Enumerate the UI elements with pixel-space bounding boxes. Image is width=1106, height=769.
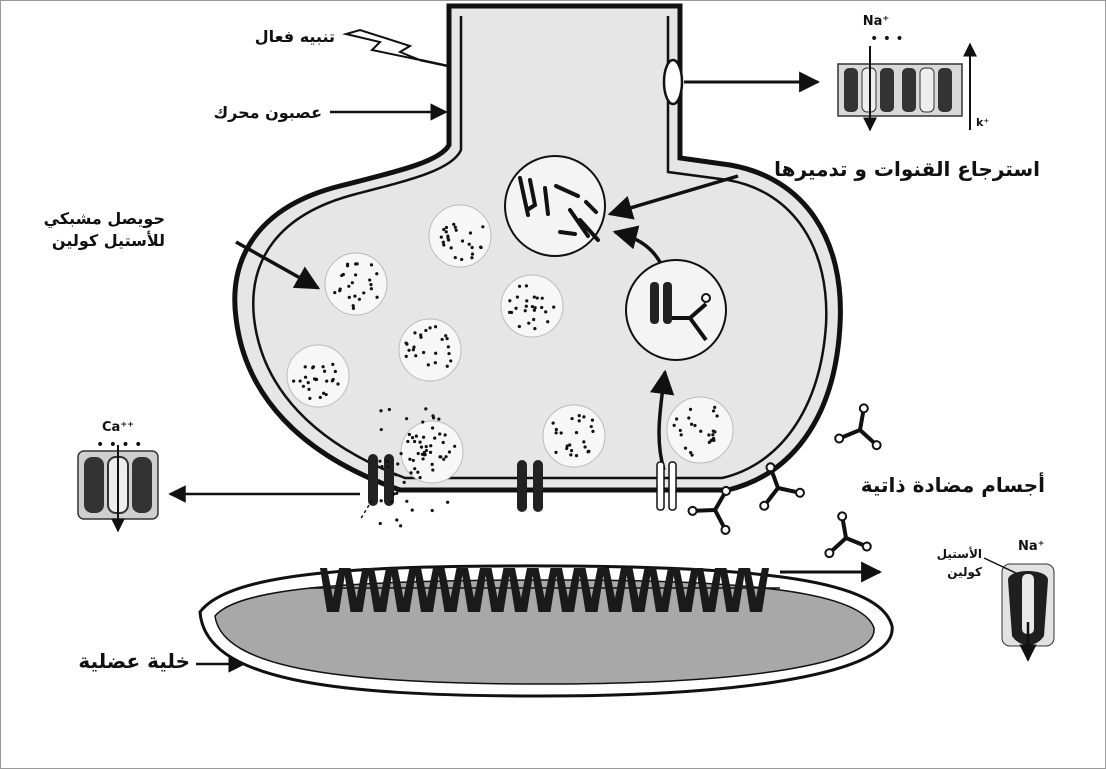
stimulus-lightning-icon	[346, 30, 420, 60]
muscle-cell	[200, 566, 892, 696]
effective-stimulus-label: تنبيه فعال	[255, 27, 335, 46]
channel-recovery-vesicle	[505, 156, 605, 256]
synaptic-vesicle-label-line2: للأستيل كولين	[52, 231, 165, 250]
acetylcholine-label-line1: الأستيل	[937, 546, 982, 561]
endocytosed-receptor-vesicle	[626, 260, 726, 360]
na-k-channel-icon	[838, 44, 970, 130]
ion-dots: • • •	[870, 31, 904, 47]
potassium-ion-label: k⁺	[976, 116, 989, 129]
vesicle	[429, 205, 491, 267]
synaptic-vesicle-label-line1: حويصل مشبكي	[44, 209, 165, 229]
sodium-ion-label-receptor: Na⁺	[1018, 539, 1045, 554]
acetylcholine-receptor-icon	[1002, 564, 1054, 660]
vesicle	[287, 345, 349, 407]
vesicle	[325, 253, 387, 315]
motor-neuron-label: عصبون محرك	[213, 103, 322, 122]
axon-ion-channel	[664, 60, 682, 104]
muscle-cell-label: خلية عضلية	[78, 649, 190, 673]
vesicle	[543, 405, 605, 467]
calcium-ion-label: Ca⁺⁺	[102, 420, 134, 435]
calcium-ion-dots: • • • •	[96, 437, 142, 453]
channel-recovery-label: استرجاع القنوات و تدميرها	[774, 157, 1040, 181]
calcium-channel-icon	[78, 445, 158, 531]
sodium-ion-label-top: Na⁺	[863, 14, 890, 29]
acetylcholine-label-line2: كولين	[947, 565, 982, 580]
autoantibodies-label: أجسام مضادة ذاتية	[861, 471, 1045, 497]
